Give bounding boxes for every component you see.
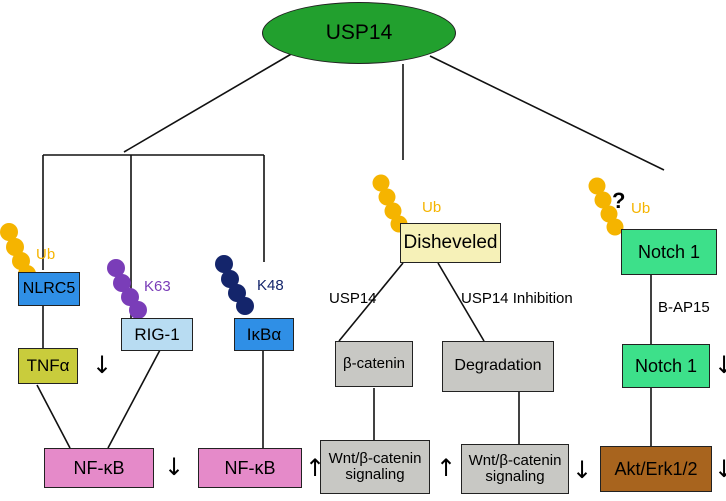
disheveled-box: Disheveled [400,223,501,263]
nfkb-left-down-arrow: ↓ [164,453,185,481]
ub-label-notch: Ub [631,200,651,217]
ub-label-disheveled: Ub [422,199,442,216]
akt-down-arrow: ↓ [714,455,726,483]
edge-dishev-degradation [437,262,485,342]
tnfa-down-arrow: ↓ [92,351,113,379]
tnfa-box: TNFα [18,348,78,384]
notch1-top-box: Notch 1 [621,229,717,275]
ikba-box: IκBα [234,318,294,351]
bap15-label: B-AP15 [658,299,710,316]
notch1-down-arrow: ↓ [714,351,726,379]
edge-rig1-nfkb [107,349,161,449]
nfkb-mid-box: NF-κB [198,448,302,488]
edge-tnfa-nfkb [36,384,71,449]
degradation-box: Degradation [442,341,554,392]
edge-usp14-left [123,52,294,153]
akt-erk-box: Akt/Erk1/2 [600,446,712,492]
notch1-bottom-box: Notch 1 [622,344,710,388]
ub-chain-disheveled [372,174,408,233]
beta-catenin-box: β-catenin [335,341,413,387]
k63-label: K63 [144,278,171,295]
usp14-node: USP14 [262,2,456,64]
wnt-right-down-arrow: ↓ [572,456,593,484]
rig1-box: RIG-1 [121,318,193,351]
usp14-edge-label: USP14 [329,290,377,307]
k63-chain-rig1 [107,259,147,319]
question-mark: ? [612,188,626,213]
usp14-inhibition-label: USP14 Inhibition [461,290,573,307]
nfkb-left-box: NF-κB [44,448,154,488]
ub-label-nlrc5: Ub [36,246,56,263]
wnt-left-up-arrow: ↑ [436,454,457,482]
edge-dishev-betacatenin [338,262,404,342]
ub-chain-notch [588,177,624,236]
k48-label: K48 [257,277,284,294]
k48-chain-ikba [215,255,254,315]
nlrc5-box: NLRC5 [18,272,80,306]
edge-usp14-right [429,55,665,171]
